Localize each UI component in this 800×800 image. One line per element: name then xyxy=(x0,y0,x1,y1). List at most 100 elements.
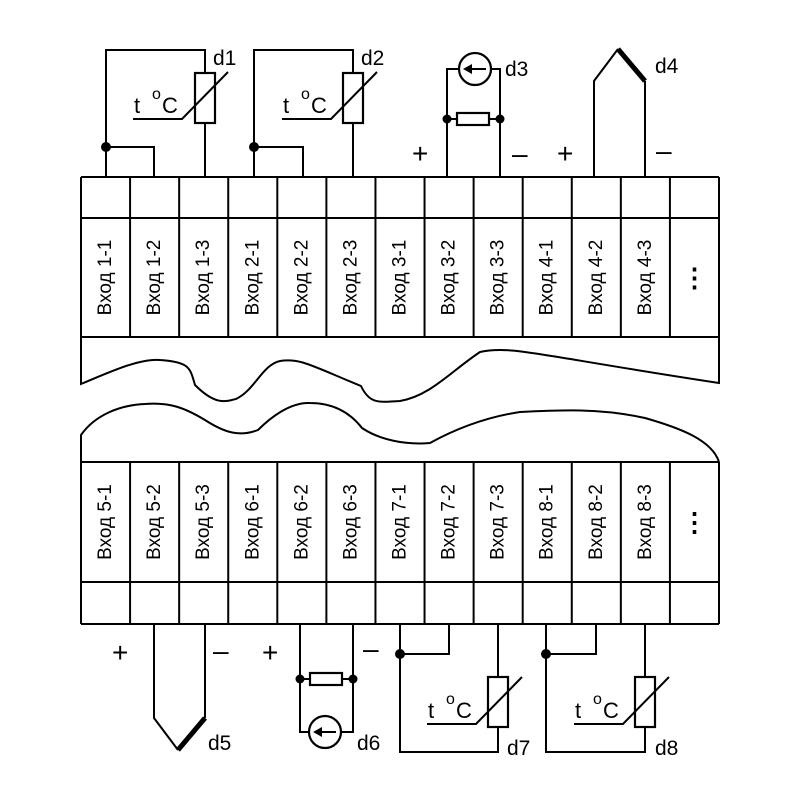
terminal-label: Вход 4-3 xyxy=(635,240,656,316)
sensor-label-d3: d3 xyxy=(505,58,528,81)
sensor-d3: + – d3 xyxy=(412,51,528,177)
terminal-screw xyxy=(572,177,621,218)
temp-label-t: t xyxy=(575,698,581,723)
thermistor-icon xyxy=(341,71,365,125)
terminal-screw xyxy=(425,582,474,624)
terminal-label: Вход 8-3 xyxy=(635,484,656,560)
unit-c: C xyxy=(311,93,327,118)
temp-label-t: t xyxy=(134,93,140,118)
terminal-label: Вход 2-2 xyxy=(291,240,312,316)
terminal-label: Вход 8-1 xyxy=(537,484,558,560)
terminal-screw xyxy=(277,582,326,624)
terminal-screw xyxy=(228,582,277,624)
bottom-block-break-edge xyxy=(80,401,720,463)
minus-sign: – xyxy=(363,633,379,664)
shunt-resistor-icon xyxy=(455,111,491,127)
terminal-screw xyxy=(228,177,277,218)
terminal-label: Вход 7-2 xyxy=(439,484,460,560)
junction-dot xyxy=(101,142,111,152)
minus-sign: – xyxy=(512,138,528,169)
terminal-label: Вход 3-3 xyxy=(488,240,509,316)
temp-label-t: t xyxy=(428,698,434,723)
sensor-label-d1: d1 xyxy=(213,47,236,70)
sensor-label-d7: d7 xyxy=(507,737,530,760)
terminal-screw xyxy=(179,582,228,624)
terminal-screw xyxy=(621,582,670,624)
terminal-label: Вход 5-3 xyxy=(193,484,214,560)
terminal-label: Вход 1-1 xyxy=(95,240,116,316)
terminal-screw xyxy=(130,177,179,218)
sensor-d4: + – d4 xyxy=(557,47,679,177)
plus-sign: + xyxy=(557,138,573,169)
plus-sign: + xyxy=(412,138,428,169)
sensor-d2: t o C d2 xyxy=(249,47,384,177)
continuation-ellipsis: ⋮ xyxy=(681,507,707,537)
terminal-label: Вход 3-1 xyxy=(390,240,411,316)
sensor-label-d4: d4 xyxy=(655,55,679,78)
unit-c: C xyxy=(162,93,178,118)
unit-c: C xyxy=(603,698,619,723)
unit-c: C xyxy=(456,698,472,723)
terminal-screw xyxy=(179,177,228,218)
temp-label-t: t xyxy=(283,93,289,118)
terminal-screw xyxy=(81,177,130,218)
sensor-d8: t o C d8 xyxy=(541,624,678,760)
terminal-screw xyxy=(375,582,424,624)
terminal-screw xyxy=(326,177,375,218)
terminal-screw xyxy=(277,177,326,218)
terminal-screw xyxy=(474,582,523,624)
sensor-label-d6: d6 xyxy=(357,732,380,755)
terminal-screw xyxy=(130,582,179,624)
plus-sign: + xyxy=(112,637,128,668)
terminal-label: Вход 6-3 xyxy=(340,484,361,560)
sensor-d1: t o C d1 xyxy=(101,47,236,177)
top-block-break-edge xyxy=(80,337,720,403)
continuation-ellipsis: ⋮ xyxy=(681,263,707,293)
degree-symbol: o xyxy=(446,691,455,708)
sensor-label-d8: d8 xyxy=(655,737,678,760)
terminal-label: Вход 6-1 xyxy=(242,484,263,560)
terminal-label: Вход 1-2 xyxy=(144,240,165,316)
terminal-screw xyxy=(375,177,424,218)
sensor-label-d2: d2 xyxy=(361,47,384,70)
terminal-screw xyxy=(523,582,572,624)
minus-sign: – xyxy=(213,635,229,666)
terminal-label: Вход 7-1 xyxy=(390,484,411,560)
minus-sign: – xyxy=(656,135,672,166)
terminal-screw xyxy=(474,177,523,218)
junction-dot xyxy=(541,649,551,659)
sensor-d6: + – d6 xyxy=(262,624,380,755)
terminal-screw xyxy=(621,177,670,218)
terminal-screw xyxy=(425,177,474,218)
terminal-label: Вход 6-2 xyxy=(291,484,312,560)
terminal-label: Вход 4-2 xyxy=(586,240,607,316)
thermistor-icon xyxy=(193,71,217,125)
sensor-label-d5: d5 xyxy=(208,732,231,755)
terminal-label: Вход 2-1 xyxy=(242,240,263,316)
bottom-terminal-block: Вход 5-1 Вход 5-2 Вход 5-3 Вход 6-1 Вход 6-2… xyxy=(80,461,720,625)
sensor-d5: + – d5 xyxy=(112,624,231,755)
terminal-label: Вход 3-2 xyxy=(439,240,460,316)
degree-symbol: o xyxy=(152,86,161,103)
terminal-screw xyxy=(572,582,621,624)
terminal-screw xyxy=(326,582,375,624)
shunt-resistor-icon xyxy=(308,671,344,687)
terminal-label: Вход 5-1 xyxy=(95,484,116,560)
plus-sign: + xyxy=(262,637,278,668)
terminal-screw xyxy=(670,177,719,218)
terminal-label: Вход 8-2 xyxy=(586,484,607,560)
terminal-screw xyxy=(670,582,719,624)
degree-symbol: o xyxy=(593,691,602,708)
junction-dot xyxy=(249,142,259,152)
terminal-screw xyxy=(523,177,572,218)
terminal-label: Вход 5-2 xyxy=(144,484,165,560)
terminal-label: Вход 7-3 xyxy=(488,484,509,560)
junction-dot xyxy=(395,649,405,659)
terminal-label: Вход 2-3 xyxy=(340,240,361,316)
degree-symbol: o xyxy=(301,86,310,103)
sensor-d7: t o C d7 xyxy=(395,624,530,760)
terminal-label: Вход 4-1 xyxy=(537,240,558,316)
terminal-screw xyxy=(81,582,130,624)
